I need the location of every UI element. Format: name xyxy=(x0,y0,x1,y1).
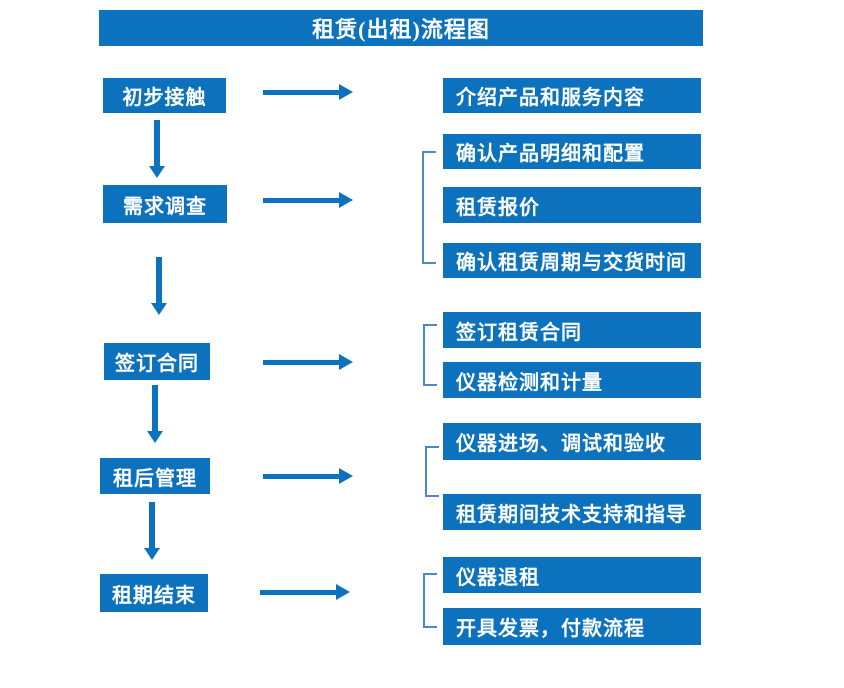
down-arrow-icon xyxy=(144,502,160,560)
down-arrow-icon xyxy=(147,385,163,443)
detail-box-sign-rental-contract: 签订租赁合同 xyxy=(443,312,701,348)
detail-box-confirm-product-config: 确认产品明细和配置 xyxy=(443,134,701,169)
stage-box-demand-survey: 需求调查 xyxy=(103,185,227,223)
detail-box-instrument-inspection: 仪器检测和计量 xyxy=(443,362,701,398)
arrow-head xyxy=(339,84,353,100)
arrow-stem xyxy=(152,385,158,432)
arrow-stem xyxy=(263,90,340,95)
flowchart-title: 租赁(出租)流程图 xyxy=(99,10,703,46)
detail-box-rental-quote: 租赁报价 xyxy=(443,187,701,223)
arrow-stem xyxy=(263,474,340,479)
right-arrow-icon xyxy=(263,354,353,370)
arrow-stem xyxy=(154,120,160,167)
arrow-head xyxy=(149,166,165,178)
arrow-stem xyxy=(149,502,155,549)
arrow-stem xyxy=(263,198,340,203)
arrow-head xyxy=(144,548,160,560)
arrow-stem xyxy=(263,360,340,365)
arrow-head xyxy=(147,431,163,443)
detail-box-invoice-payment: 开具发票，付款流程 xyxy=(443,608,701,645)
down-arrow-icon xyxy=(149,120,165,178)
arrow-head xyxy=(336,584,350,600)
arrow-head xyxy=(339,192,353,208)
detail-box-confirm-period-delivery: 确认租赁周期与交货时间 xyxy=(443,243,701,278)
group-bracket-sign-contract xyxy=(423,324,437,386)
group-bracket-demand-survey xyxy=(422,151,436,264)
arrow-head xyxy=(151,303,167,315)
right-arrow-icon xyxy=(263,192,353,208)
stage-box-sign-contract: 签订合同 xyxy=(104,343,210,380)
arrow-stem xyxy=(156,257,162,304)
detail-box-technical-support: 租赁期间技术支持和指导 xyxy=(443,494,701,530)
group-bracket-post-rental xyxy=(425,446,439,497)
detail-box-instrument-entry-debug-acceptance: 仪器进场、调试和验收 xyxy=(443,423,701,460)
arrow-head xyxy=(339,354,353,370)
down-arrow-icon xyxy=(151,257,167,315)
right-arrow-icon xyxy=(263,84,353,100)
stage-box-rental-end: 租期结束 xyxy=(100,574,208,612)
stage-box-post-rental-management: 租后管理 xyxy=(100,458,210,494)
stage-box-initial-contact: 初步接触 xyxy=(103,78,226,113)
detail-box-instrument-return: 仪器退租 xyxy=(443,557,701,593)
detail-box-introduce-products-services: 介绍产品和服务内容 xyxy=(443,78,701,113)
arrow-stem xyxy=(260,590,337,595)
group-bracket-rental-end xyxy=(423,573,437,628)
right-arrow-icon xyxy=(260,584,350,600)
right-arrow-icon xyxy=(263,468,353,484)
arrow-head xyxy=(339,468,353,484)
